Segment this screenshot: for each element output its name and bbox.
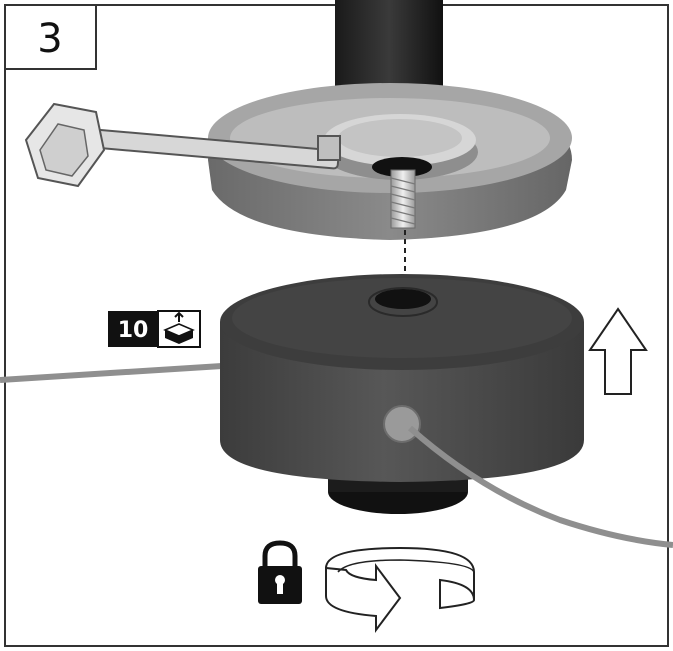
hex-wrench [24, 102, 341, 188]
parts-box-icon [163, 311, 195, 344]
parts-badge: 10 [108, 310, 201, 348]
line-spool [220, 274, 584, 482]
cutting-line-right [408, 425, 673, 548]
cutting-line-left [0, 363, 223, 383]
up-arrow-icon [588, 307, 648, 395]
step-label: 3 [4, 4, 97, 70]
lock-icon [258, 540, 302, 604]
threaded-bolt [390, 169, 416, 229]
step-number: 3 [37, 16, 62, 62]
rotate-arrow-icon [325, 546, 475, 633]
badge-count: 10 [118, 318, 149, 343]
motor-shaft [335, 0, 443, 92]
